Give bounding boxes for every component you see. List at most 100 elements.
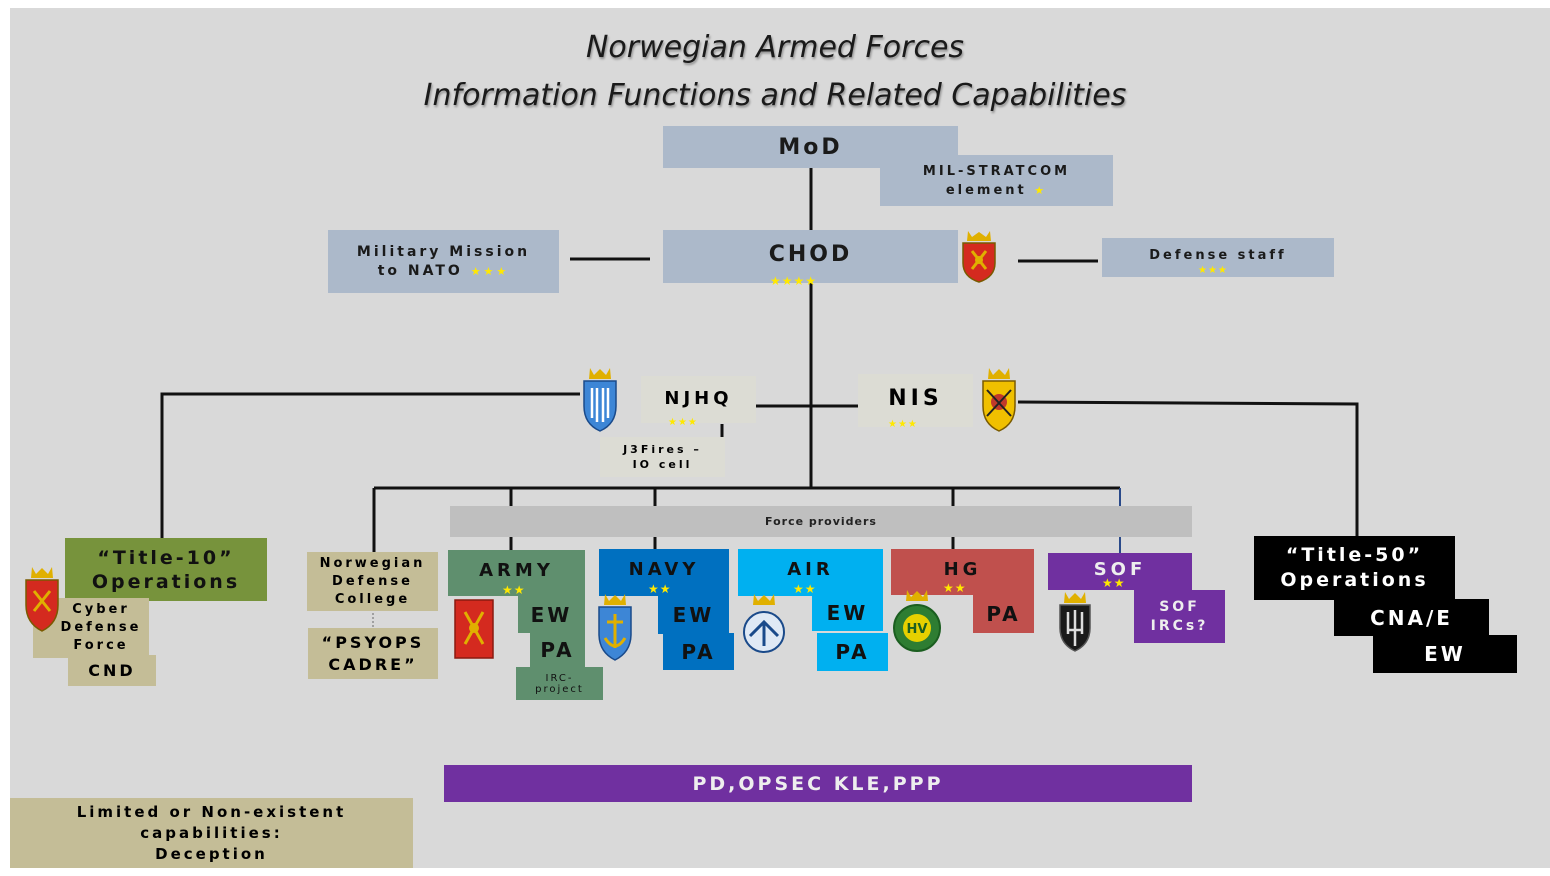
sof-label: SOF (1093, 559, 1147, 580)
hg-stars: ★★ (943, 581, 967, 595)
college-line1: Norwegian (319, 555, 426, 571)
air-ew-box: EW (812, 594, 883, 631)
title10-box: “Title-10” Operations (65, 538, 267, 601)
limited-line3: Deception (155, 844, 268, 863)
hg-box: HG (891, 549, 1034, 595)
milstratcom-line2: element ★ (945, 182, 1048, 198)
air-pa-label: PA (835, 640, 870, 664)
title50-line1: “Title-50” (1285, 544, 1424, 566)
navy-stars: ★★ (648, 582, 672, 596)
air-ew-label: EW (826, 600, 869, 625)
njhq-label: NJHQ (664, 388, 733, 409)
njhq-box: NJHQ (641, 376, 756, 423)
cyber-crest-icon (25, 567, 59, 632)
njhq-title10-line (160, 392, 580, 538)
nis-label: NIS (888, 386, 943, 411)
hg-wreath-icon: HV (893, 590, 941, 652)
air-crest-icon (743, 594, 785, 653)
chod-label: CHOD (768, 242, 853, 267)
army-ew-box: EW (518, 596, 585, 633)
navy-label: NAVY (628, 559, 700, 580)
title10-line2: Operations (91, 570, 241, 593)
milstratcom-stars: ★ (1034, 183, 1048, 197)
title50-line2: Operations (1280, 569, 1429, 591)
cyber-line3: Force (73, 638, 129, 653)
air-pa-box: PA (817, 633, 888, 671)
cna-box: CNA/E (1334, 599, 1489, 636)
navy-crest-icon (598, 594, 632, 661)
army-irc-line1: IRC- (545, 672, 574, 684)
hg-label: HG (943, 559, 982, 580)
pd-opsec-label: PD,OPSEC KLE,PPP (692, 772, 944, 795)
cyber-box: Cyber Defense Force (33, 598, 149, 658)
mission-line2: to NATO ★★★ (377, 262, 510, 279)
title50-box: “Title-50” Operations (1254, 536, 1455, 600)
mission-stars: ★★★ (470, 264, 510, 278)
navy-pa-box: PA (663, 633, 734, 670)
nis-title50-line (1017, 400, 1359, 536)
njhq-stars: ★★★ (668, 417, 698, 428)
sof-box: SOF (1048, 553, 1192, 590)
limited-line2: capabilities: (140, 823, 283, 842)
hg-hv-text: HV (907, 622, 928, 637)
psyops-line2: CADRE” (328, 654, 418, 674)
navy-box: NAVY (599, 549, 729, 596)
cna-label: CNA/E (1370, 605, 1453, 630)
force-providers-banner: Force providers (450, 506, 1192, 537)
title50-ew-box: EW (1373, 635, 1517, 673)
nis-box: NIS (858, 374, 973, 427)
page-title-line1: Norwegian Armed Forces (585, 30, 965, 65)
mod-label: MoD (778, 134, 843, 160)
njhq-crest-icon (583, 368, 617, 432)
sof-ircs-line1: SOF (1159, 598, 1200, 615)
psyops-box: “PSYOPS CADRE” (308, 628, 438, 679)
hg-pa-label: PA (986, 601, 1021, 626)
cyber-line2: Defense (60, 620, 142, 635)
limited-box: Limited or Non-existent capabilities: De… (10, 798, 413, 868)
army-box: ARMY (448, 550, 585, 596)
sof-stars: ★★ (1102, 576, 1126, 590)
navy-ew-box: EW (658, 596, 729, 634)
army-irc-box: IRC- project (516, 667, 603, 700)
chod-box: CHOD (663, 230, 958, 283)
psyops-line1: “PSYOPS (321, 632, 425, 652)
army-pa-box: PA (530, 631, 585, 668)
air-box: AIR (738, 549, 883, 596)
j3-line2: IO cell (632, 458, 693, 471)
nis-crest-icon (982, 368, 1016, 432)
college-box: Norwegian Defense College (307, 552, 438, 611)
armed-forces-crest-icon (962, 231, 996, 283)
force-providers-label: Force providers (765, 515, 877, 528)
limited-line1: Limited or Non-existent (76, 802, 347, 821)
sof-crest-icon (1059, 592, 1091, 652)
defense-staff-label: Defense staff (1149, 248, 1287, 263)
nis-stars: ★★★ (888, 419, 918, 430)
college-line2: Defense (332, 573, 413, 589)
sof-ircs-line2: IRCs? (1150, 617, 1209, 634)
army-flag-icon (454, 599, 494, 659)
title10-line1: “Title-10” (97, 546, 235, 569)
defense-staff-stars: ★★★ (1198, 265, 1228, 276)
title50-ew-label: EW (1424, 642, 1466, 666)
cnd-label: CND (88, 661, 136, 680)
milstratcom-line1: MIL-STRATCOM (922, 163, 1071, 179)
mission-line1: Military Mission (356, 243, 531, 260)
army-ew-label: EW (530, 602, 573, 627)
defense-staff-box: Defense staff (1102, 238, 1334, 277)
navy-pa-label: PA (681, 639, 716, 664)
army-irc-line2: project (535, 683, 584, 695)
air-label: AIR (787, 559, 834, 580)
sof-ircs-box: SOF IRCs? (1134, 590, 1225, 643)
navy-ew-label: EW (672, 603, 715, 627)
chod-stars: ★★★★ (770, 274, 818, 288)
air-stars: ★★ (793, 582, 817, 596)
cnd-box: CND (68, 655, 156, 686)
hg-pa-box: PA (973, 594, 1034, 633)
army-label: ARMY (479, 560, 554, 581)
pd-opsec-bar: PD,OPSEC KLE,PPP (444, 765, 1192, 802)
cyber-line1: Cyber (72, 602, 130, 617)
j3-box: J3Fires – IO cell (600, 437, 725, 477)
page-title-line2: Information Functions and Related Capabi… (423, 78, 1127, 113)
j3-line1: J3Fires – (623, 443, 702, 456)
milstratcom-box: MIL-STRATCOM element ★ (880, 155, 1113, 206)
